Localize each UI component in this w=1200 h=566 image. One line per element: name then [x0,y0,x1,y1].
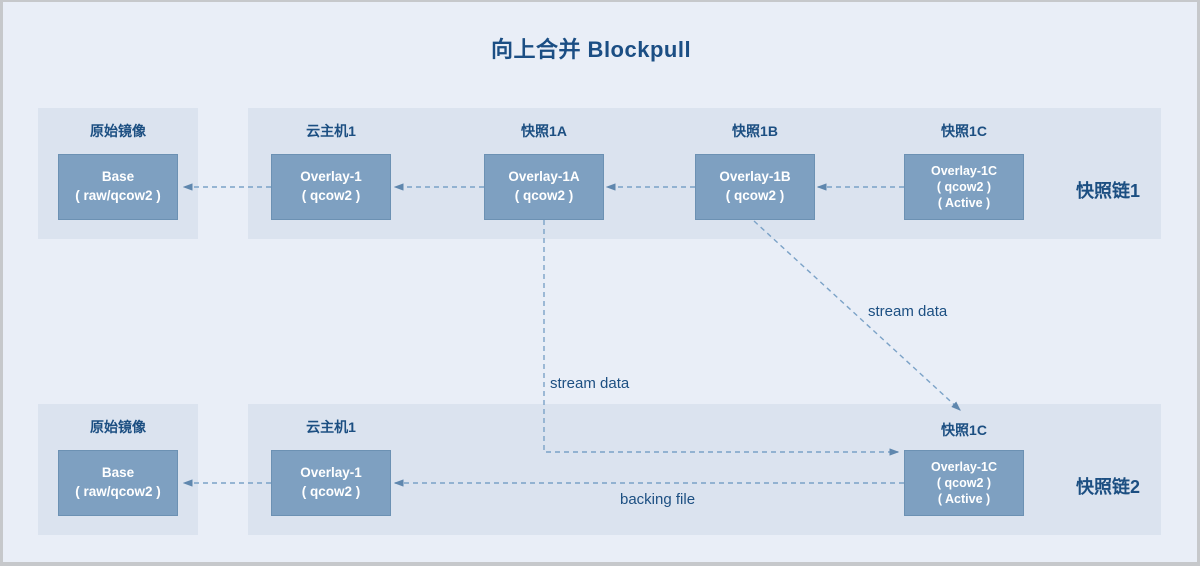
box-line: ( Active ) [937,492,991,507]
node-box-chain2-overlay1c: Overlay-1C ( qcow2 ) ( Active ) [904,450,1024,516]
box-line: Overlay-1B [719,169,791,185]
chain2-label: 快照链2 [1075,477,1140,497]
node-label-chain1-base: 原始镜像 [90,123,146,139]
box-line: Base [101,169,135,185]
stream-data-label-diagonal: stream data [868,303,948,320]
box-line: Base [101,465,135,481]
node-label-chain2-overlay1: 云主机1 [306,419,356,435]
node-box-chain2-overlay1: Overlay-1 ( qcow2 ) [271,450,391,516]
node-box-chain2-base: Base ( raw/qcow2 ) [58,450,178,516]
box-line: ( Active ) [937,196,991,211]
node-label-chain1-overlay1c: 快照1C [941,123,987,139]
stream-data-label-elbow: stream data [550,375,630,392]
diagram-title: 向上合并 Blockpull [490,37,692,62]
box-line: ( qcow2 ) [725,188,785,203]
node-label-chain1-overlay1b: 快照1B [732,123,778,139]
backing-file-label: backing file [620,491,696,508]
box-line: ( raw/qcow2 ) [75,484,161,499]
chain1-label: 快照链1 [1075,181,1140,201]
box-line: Overlay-1 [300,465,362,481]
box-line: ( qcow2 ) [514,188,574,203]
box-line: ( qcow2 ) [301,484,361,499]
box-line: ( qcow2 ) [936,475,992,490]
box-line: Overlay-1 [300,169,362,185]
box-line: ( raw/qcow2 ) [75,188,161,203]
box-line: Overlay-1C [930,163,997,178]
node-label-chain1-overlay1: 云主机1 [306,123,356,139]
box-line: Overlay-1A [508,169,580,185]
node-box-chain1-overlay1a: Overlay-1A ( qcow2 ) [484,154,604,220]
node-box-chain1-overlay1b: Overlay-1B ( qcow2 ) [695,154,815,220]
node-box-chain1-overlay1c: Overlay-1C ( qcow2 ) ( Active ) [904,154,1024,220]
node-label-chain2-base: 原始镜像 [90,419,146,435]
node-box-chain1-overlay1: Overlay-1 ( qcow2 ) [271,154,391,220]
box-line: Overlay-1C [930,459,997,474]
box-line: ( qcow2 ) [936,179,992,194]
node-label-chain1-overlay1a: 快照1A [521,123,567,139]
node-label-chain2-overlay1c: 快照1C [941,422,987,438]
box-line: ( qcow2 ) [301,188,361,203]
node-box-chain1-base: Base ( raw/qcow2 ) [58,154,178,220]
